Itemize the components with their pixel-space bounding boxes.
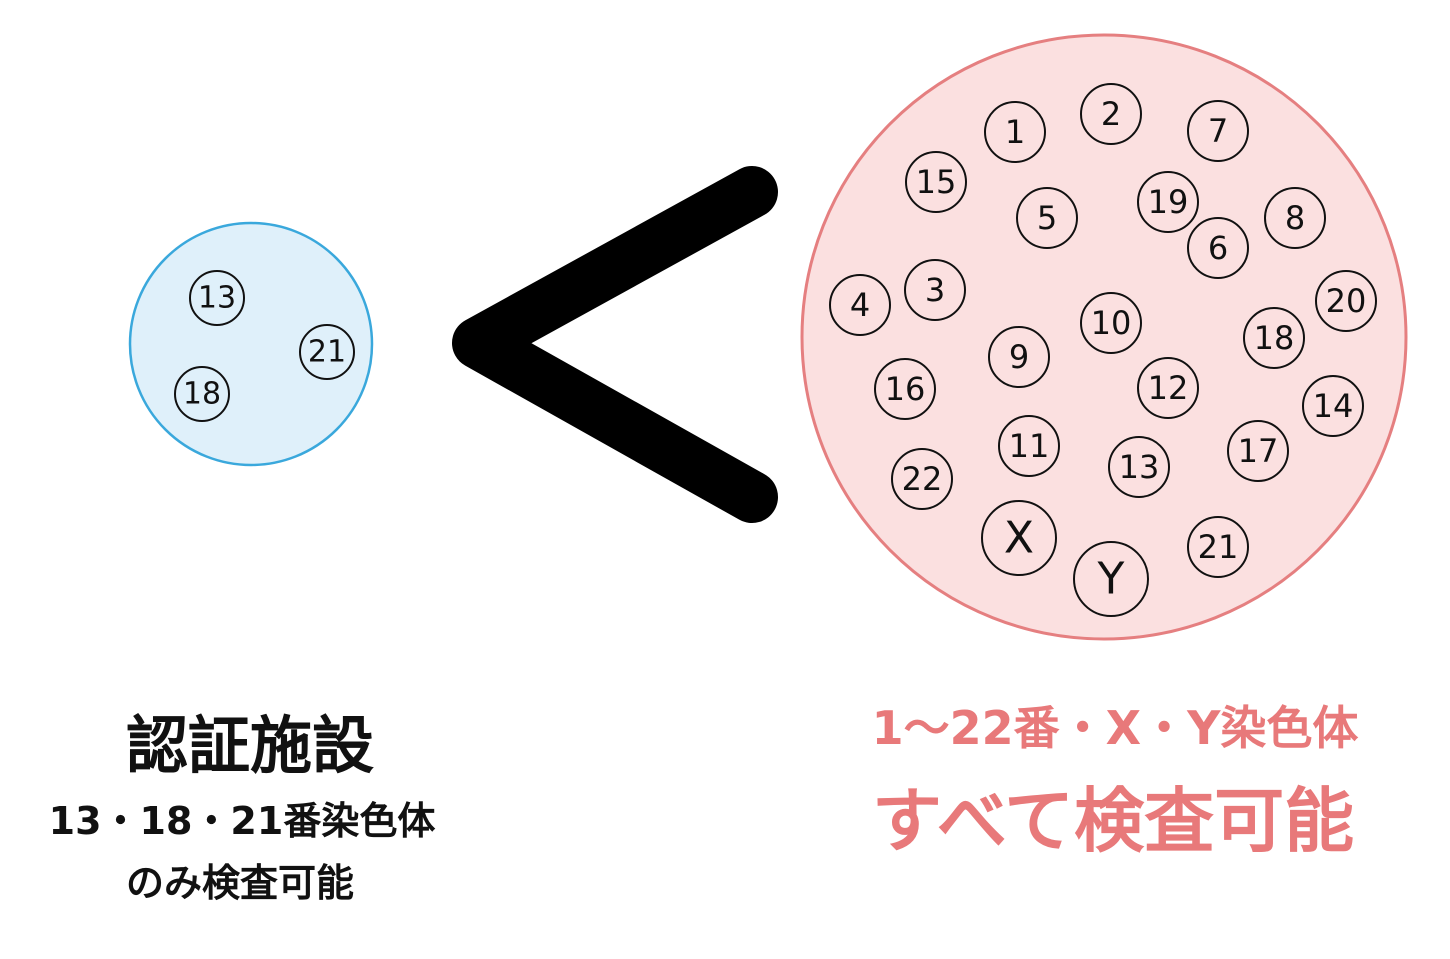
right-chromosome-8-label: 8 bbox=[1285, 199, 1305, 237]
right-chromosome-13-circle bbox=[1108, 436, 1170, 498]
right-chromosome-6-label: 6 bbox=[1208, 229, 1228, 267]
left-chromosome-18-circle bbox=[174, 366, 230, 422]
right-chromosome-5-circle bbox=[1016, 187, 1078, 249]
right-chromosome-1-circle bbox=[984, 101, 1046, 163]
right-chromosome-16-label: 16 bbox=[885, 370, 926, 408]
right-chromosome-21-label: 21 bbox=[1198, 528, 1239, 566]
right-chromosome-3-label: 3 bbox=[925, 271, 945, 309]
right-chromosome-X-label: X bbox=[1004, 513, 1034, 564]
right-chromosome-17-label: 17 bbox=[1238, 432, 1279, 470]
right-chromosome-Y-label: Y bbox=[1097, 554, 1125, 605]
left-chromosome-group: 13 21 18 bbox=[174, 270, 355, 422]
right-chromosome-Y-circle bbox=[1073, 541, 1149, 617]
right-chromosome-4-label: 4 bbox=[850, 286, 870, 324]
left-chromosome-13-circle bbox=[189, 270, 245, 326]
right-chromosome-4-circle bbox=[829, 274, 891, 336]
right-chromosome-2-circle bbox=[1080, 83, 1142, 145]
all-chromosomes-circle bbox=[800, 33, 1408, 641]
right-chromosome-22-circle bbox=[891, 448, 953, 510]
right-chromosome-16-circle bbox=[874, 358, 936, 420]
right-chromosome-11-label: 11 bbox=[1009, 427, 1050, 465]
right-chromosome-2-label: 2 bbox=[1101, 95, 1121, 133]
certified-facility-subtitle-line1: 13・18・21番染色体 bbox=[48, 799, 436, 843]
right-chromosome-10-circle bbox=[1080, 292, 1142, 354]
right-chromosome-14-label: 14 bbox=[1313, 387, 1354, 425]
right-chromosome-13-label: 13 bbox=[1119, 448, 1160, 486]
right-chromosome-7-circle bbox=[1187, 100, 1249, 162]
right-chromosome-15-circle bbox=[905, 151, 967, 213]
right-chromosome-22-label: 22 bbox=[902, 460, 943, 498]
right-chromosome-5-label: 5 bbox=[1037, 199, 1057, 237]
right-chromosome-11-circle bbox=[998, 415, 1060, 477]
less-than-symbol bbox=[452, 166, 778, 523]
right-chromosome-1-label: 1 bbox=[1005, 113, 1025, 151]
right-chromosome-20-circle bbox=[1315, 270, 1377, 332]
left-chromosome-21-label: 21 bbox=[308, 335, 346, 370]
right-chromosome-14-circle bbox=[1302, 375, 1364, 437]
certified-facility-subtitle-line2: のみ検査可能 bbox=[125, 861, 355, 905]
certified-facility-title: 認証施設 bbox=[125, 709, 375, 782]
right-chromosome-20-label: 20 bbox=[1326, 282, 1367, 320]
right-chromosome-19-circle bbox=[1137, 171, 1199, 233]
left-chromosome-13-label: 13 bbox=[198, 281, 236, 316]
left-chromosome-18-label: 18 bbox=[183, 377, 221, 412]
right-chromosome-18-circle bbox=[1243, 307, 1305, 369]
right-chromosome-21-circle bbox=[1187, 516, 1249, 578]
right-chromosome-12-circle bbox=[1137, 357, 1199, 419]
right-chromosome-18-label: 18 bbox=[1254, 319, 1295, 357]
right-chromosome-7-label: 7 bbox=[1208, 112, 1228, 150]
left-chromosome-21-circle bbox=[299, 324, 355, 380]
right-chromosome-8-circle bbox=[1264, 187, 1326, 249]
right-chromosome-10-label: 10 bbox=[1091, 304, 1132, 342]
right-chromosome-17-circle bbox=[1227, 420, 1289, 482]
right-chromosome-15-label: 15 bbox=[916, 163, 957, 201]
right-chromosome-6-circle bbox=[1187, 217, 1249, 279]
right-chromosome-X-circle bbox=[981, 500, 1057, 576]
right-chromosome-9-circle bbox=[988, 326, 1050, 388]
right-chromosome-3-circle bbox=[904, 259, 966, 321]
right-chromosome-12-label: 12 bbox=[1148, 369, 1189, 407]
all-chromosomes-title: すべて検査可能 bbox=[871, 780, 1355, 862]
all-chromosomes-subtitle: 1〜22番・X・Y染色体 bbox=[871, 701, 1359, 755]
right-chromosome-9-label: 9 bbox=[1009, 338, 1029, 376]
certified-facility-circle bbox=[128, 221, 374, 467]
right-chromosome-19-label: 19 bbox=[1148, 183, 1189, 221]
